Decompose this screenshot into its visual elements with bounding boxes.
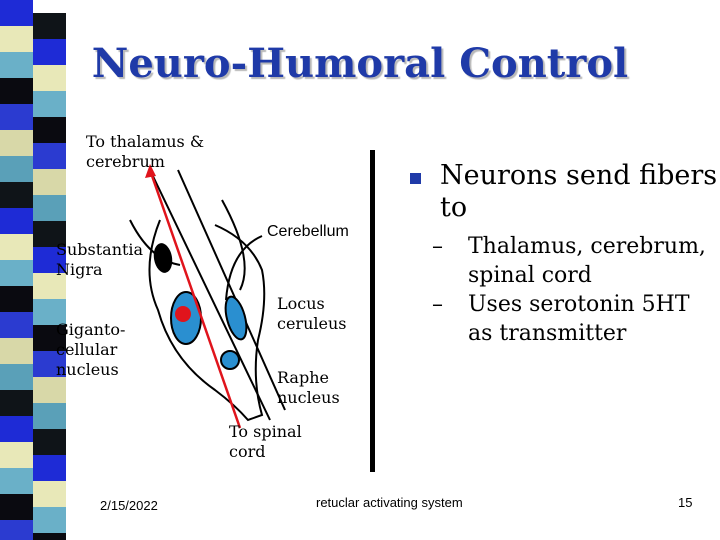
stripe-block xyxy=(33,65,66,91)
label-line: Giganto- xyxy=(56,320,126,339)
label-locus-ceruleus: Locus ceruleus xyxy=(277,294,346,334)
sub-bullet: – Thalamus, cerebrum, spinal cord xyxy=(430,232,715,290)
footer-title: retuclar activating system xyxy=(316,495,463,510)
stripe-block xyxy=(33,39,66,65)
label-to-spinal-cord: To spinal cord xyxy=(229,422,302,462)
stripe-block xyxy=(0,312,33,338)
label-cerebellum: Cerebellum xyxy=(267,223,349,240)
label-substantia-nigra: Substantia Nigra xyxy=(56,240,143,280)
stripe-block xyxy=(33,169,66,195)
stripe-block xyxy=(0,390,33,416)
stripe-block xyxy=(33,325,66,351)
stripe-block xyxy=(0,416,33,442)
label-to-thalamus: To thalamus & cerebrum xyxy=(86,132,204,172)
label-line: ceruleus xyxy=(277,314,347,333)
sub-bullets: – Thalamus, cerebrum, spinal cord – Uses… xyxy=(430,232,715,348)
bullet-square-icon xyxy=(410,173,421,184)
stripe-block xyxy=(0,52,33,78)
stripe-block xyxy=(33,273,66,299)
stripe-block xyxy=(33,481,66,507)
stripe-block xyxy=(33,91,66,117)
stripe-block xyxy=(0,260,33,286)
stripe-block xyxy=(33,247,66,273)
fiber-line xyxy=(177,169,286,411)
red-arrowhead xyxy=(145,164,156,178)
stripe-block xyxy=(33,299,66,325)
stripe-block xyxy=(0,26,33,52)
locus-ceruleus-shape xyxy=(224,295,248,341)
stripe-block xyxy=(33,507,66,533)
slide-title: Neuro-Humoral Control xyxy=(91,40,629,87)
stripe-block xyxy=(0,0,33,26)
stripe-block xyxy=(0,104,33,130)
stripe-block xyxy=(0,338,33,364)
fiber-line xyxy=(221,199,246,291)
column-separator xyxy=(370,150,375,472)
stripe-block xyxy=(33,117,66,143)
stripe-block xyxy=(0,468,33,494)
label-line: Substantia xyxy=(56,240,144,259)
label-line: cellular xyxy=(56,340,118,359)
sub-bullet-text: Uses serotonin 5HT as transmitter xyxy=(468,292,690,346)
stripe-block xyxy=(33,143,66,169)
fiber-line xyxy=(129,219,181,266)
stripe-block xyxy=(33,351,66,377)
stripe-block xyxy=(0,286,33,312)
dash-icon: – xyxy=(432,292,443,317)
decorative-stripe xyxy=(0,0,66,540)
label-gigantocellular-nucleus: Giganto- cellular nucleus xyxy=(56,320,125,380)
label-line: Raphe xyxy=(277,368,329,387)
stripe-block xyxy=(33,533,66,540)
stripe-block xyxy=(0,494,33,520)
fiber-line xyxy=(149,169,271,421)
stripe-block xyxy=(33,403,66,429)
label-line: Locus xyxy=(277,294,325,313)
stripe-block xyxy=(0,442,33,468)
sub-bullet-text: Thalamus, cerebrum, spinal cord xyxy=(468,234,706,288)
stripe-block xyxy=(33,377,66,403)
stripe-block xyxy=(0,130,33,156)
dash-icon: – xyxy=(432,234,443,259)
brainstem-outline xyxy=(148,219,266,422)
main-bullet-text: Neurons send fibers to xyxy=(440,160,718,223)
label-raphe-nucleus: Raphe nucleus xyxy=(277,368,340,408)
fiber-line xyxy=(225,235,263,301)
stripe-block xyxy=(0,182,33,208)
stripe-block xyxy=(0,156,33,182)
neuron-diagram xyxy=(129,150,375,472)
stripe-block xyxy=(0,78,33,104)
stripe-block xyxy=(33,13,66,39)
stripe-block xyxy=(0,520,33,540)
raphe-nucleus-shape xyxy=(220,350,240,370)
stripe-block xyxy=(33,429,66,455)
label-line: To spinal xyxy=(229,422,302,441)
label-line: Nigra xyxy=(56,260,103,279)
stripe-block xyxy=(0,364,33,390)
stripe-block xyxy=(0,234,33,260)
stripe-block xyxy=(33,455,66,481)
label-line: To thalamus & xyxy=(86,132,205,151)
stripe-block xyxy=(33,221,66,247)
stripe-block xyxy=(0,208,33,234)
sub-bullet: – Uses serotonin 5HT as transmitter xyxy=(430,290,715,348)
red-fiber-line xyxy=(148,169,242,429)
label-line: nucleus xyxy=(277,388,340,407)
footer-date: 2/15/2022 xyxy=(100,498,158,513)
footer-page-number: 15 xyxy=(678,495,693,510)
label-line: cord xyxy=(229,442,266,461)
label-line: cerebrum xyxy=(86,152,165,171)
substantia-nigra-shape xyxy=(153,243,173,273)
stripe-block xyxy=(33,195,66,221)
label-line: nucleus xyxy=(56,360,119,379)
red-neuron-dot xyxy=(175,306,191,322)
